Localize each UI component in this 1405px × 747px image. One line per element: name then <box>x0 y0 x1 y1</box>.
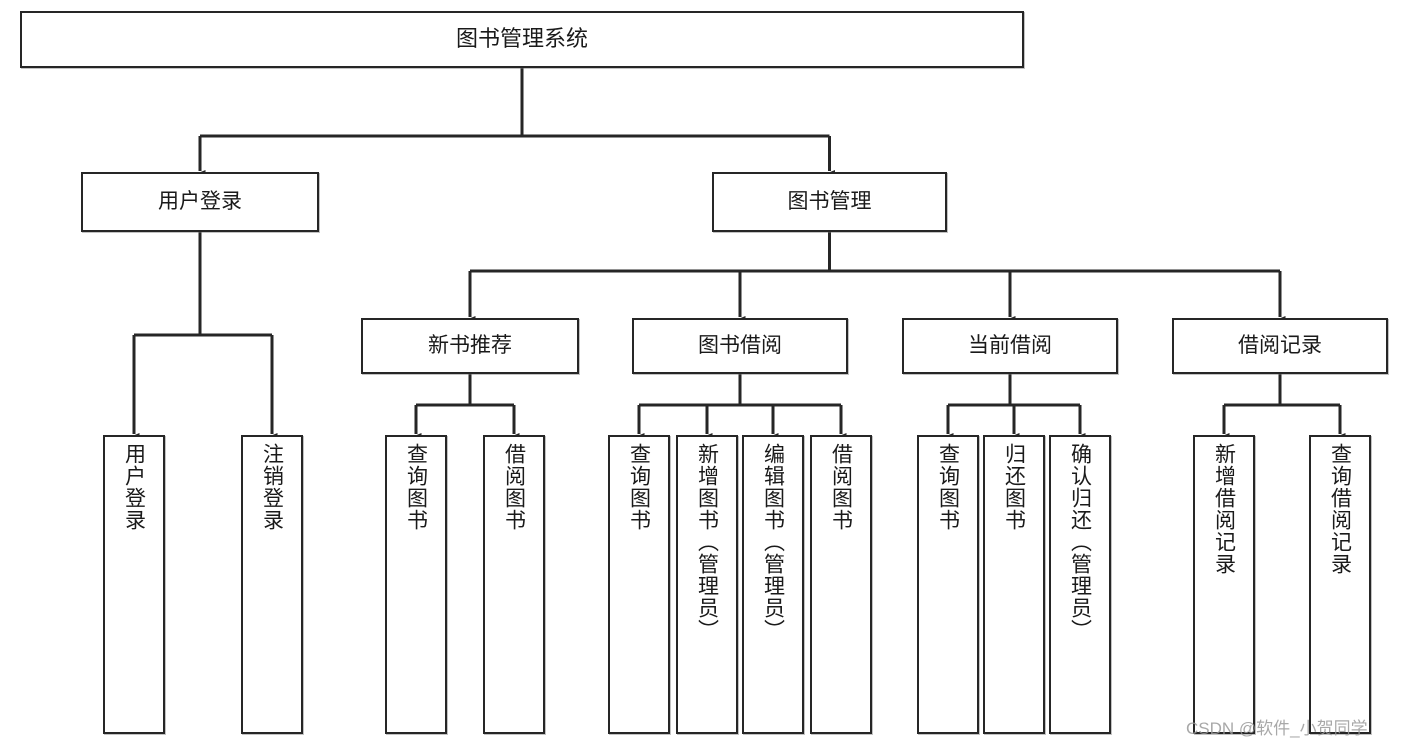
node-cu2[interactable]: 归还图书 <box>983 435 1045 734</box>
node-records[interactable]: 借阅记录 <box>1172 318 1388 374</box>
node-label: 查询图书 <box>404 443 428 531</box>
node-current[interactable]: 当前借阅 <box>902 318 1118 374</box>
node-label: 借阅记录 <box>1238 334 1322 358</box>
node-borrow[interactable]: 图书借阅 <box>632 318 848 374</box>
node-root[interactable]: 图书管理系统 <box>20 11 1024 68</box>
node-label: 新增借阅记录 <box>1212 443 1236 575</box>
node-label: 图书借阅 <box>698 334 782 358</box>
node-label: 归还图书 <box>1002 443 1026 531</box>
node-login[interactable]: 用户登录 <box>81 172 319 232</box>
node-nb1[interactable]: 查询图书 <box>385 435 447 734</box>
node-label: 查询图书 <box>627 443 651 531</box>
node-br3[interactable]: 编辑图书（管理员） <box>742 435 804 734</box>
node-cu3[interactable]: 确认归还（管理员） <box>1049 435 1111 734</box>
node-newbook[interactable]: 新书推荐 <box>361 318 579 374</box>
node-rc2[interactable]: 查询借阅记录 <box>1309 435 1371 734</box>
node-label: 用户登录 <box>122 443 146 531</box>
node-bookmgmt[interactable]: 图书管理 <box>712 172 947 232</box>
node-label: 当前借阅 <box>968 334 1052 358</box>
node-cu1[interactable]: 查询图书 <box>917 435 979 734</box>
node-label: 借阅图书 <box>502 443 526 531</box>
node-label: 编辑图书（管理员） <box>761 443 785 641</box>
node-label: 借阅图书 <box>829 443 853 531</box>
node-nb2[interactable]: 借阅图书 <box>483 435 545 734</box>
node-br1[interactable]: 查询图书 <box>608 435 670 734</box>
node-label: 注销登录 <box>260 443 284 531</box>
node-label: 图书管理系统 <box>455 26 588 52</box>
node-label: 确认归还（管理员） <box>1068 443 1092 641</box>
node-login2[interactable]: 注销登录 <box>241 435 303 734</box>
node-label: 查询图书 <box>936 443 960 531</box>
node-label: 新增图书（管理员） <box>695 443 719 641</box>
node-rc1[interactable]: 新增借阅记录 <box>1193 435 1255 734</box>
node-br2[interactable]: 新增图书（管理员） <box>676 435 738 734</box>
node-br4[interactable]: 借阅图书 <box>810 435 872 734</box>
node-label: 用户登录 <box>158 190 242 214</box>
node-login1[interactable]: 用户登录 <box>103 435 165 734</box>
node-label: 新书推荐 <box>428 334 512 358</box>
node-label: 图书管理 <box>787 190 872 214</box>
node-label: 查询借阅记录 <box>1328 443 1352 575</box>
